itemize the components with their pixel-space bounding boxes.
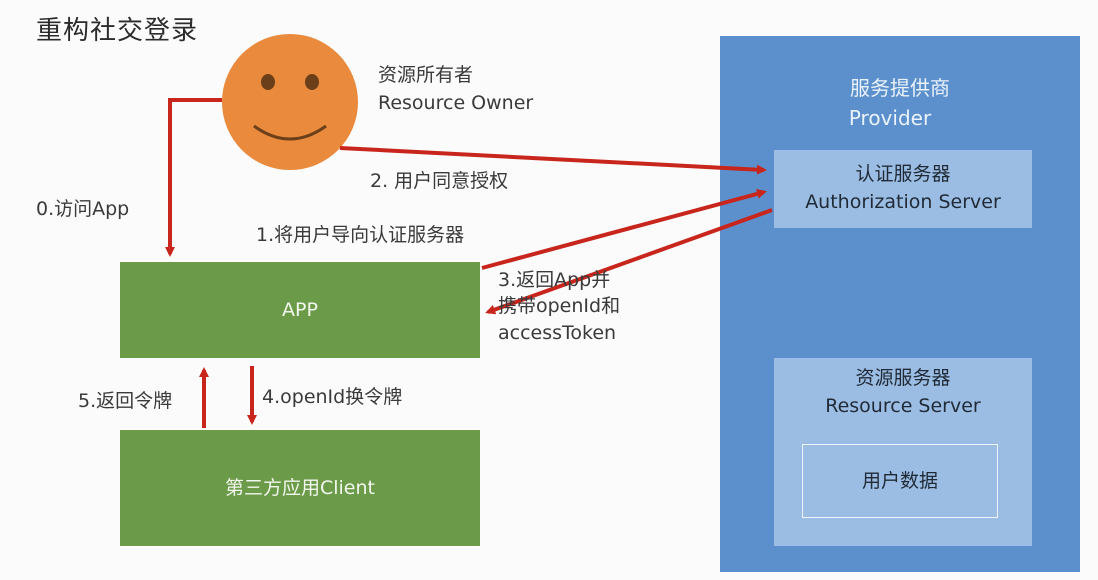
- resource-owner-icon: [222, 34, 358, 170]
- resource-server-box: 资源服务器 Resource Server: [774, 358, 1032, 546]
- step-4-label: 4.openId换令牌: [262, 386, 403, 408]
- user-data-box: 用户数据: [802, 444, 998, 518]
- auth-server-label-cn: 认证服务器: [855, 163, 951, 185]
- arrow-step-1: [481, 188, 767, 270]
- step-3-label-line1: 3.返回App并: [498, 269, 611, 291]
- client-box: 第三方应用Client: [120, 430, 480, 546]
- app-box: APP: [120, 262, 480, 358]
- step-5-label: 5.返回令牌: [78, 390, 173, 412]
- step-3-label-line3: accessToken: [498, 322, 617, 344]
- arrow-step-2: [339, 146, 767, 175]
- arrow-step-0: [165, 98, 222, 257]
- auth-server-label-en: Authorization Server: [805, 191, 1001, 213]
- page-title: 重构社交登录: [36, 16, 199, 46]
- arrow-step-3: [485, 208, 773, 315]
- auth-server-box: 认证服务器 Authorization Server: [774, 150, 1032, 228]
- step-0-label: 0.访问App: [36, 198, 130, 220]
- step-1-label: 1.将用户导向认证服务器: [256, 224, 465, 246]
- resource-server-label-en: Resource Server: [825, 395, 981, 417]
- owner-label-en: Resource Owner: [378, 92, 534, 114]
- step-3-label-line2: 携带openId和: [498, 295, 621, 317]
- provider-title: 服务提供商: [850, 76, 950, 100]
- resource-server-label-cn: 资源服务器: [855, 367, 951, 389]
- owner-label-cn: 资源所有者: [378, 64, 474, 86]
- provider-subtitle: Provider: [848, 106, 932, 130]
- step-2-label: 2. 用户同意授权: [370, 170, 509, 192]
